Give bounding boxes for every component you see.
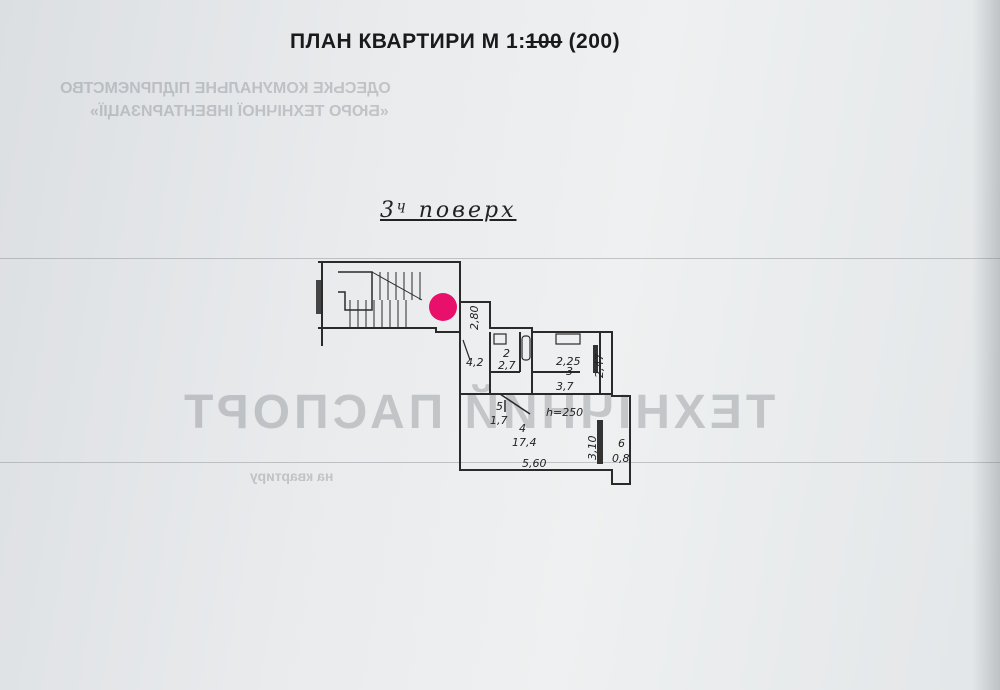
room-3-area: 3,7: [556, 380, 574, 393]
dim-corridor-height: 2,80: [468, 306, 481, 331]
dim-right-wall: 2,47: [593, 354, 606, 379]
room-2-number: 2: [503, 347, 510, 360]
dim-balcony: 3,10: [586, 436, 599, 461]
room-3-number: 3: [566, 365, 573, 378]
title-suffix: (200): [562, 30, 621, 53]
room-5-area: 1,7: [490, 414, 508, 427]
dim-bottom-wall: 5,60: [522, 457, 547, 470]
room-4-area: 17,4: [512, 436, 537, 449]
room-1-area: 4,2: [466, 356, 484, 369]
title-prefix: ПЛАН КВАРТИРИ М 1:: [290, 30, 526, 53]
paper-edge-shadow: [972, 0, 1000, 690]
document-title: ПЛАН КВАРТИРИ М 1:100 (200): [290, 30, 620, 54]
room-3-width: 2,25: [556, 355, 581, 368]
floor-label: 3ᶣ поверх: [380, 198, 517, 223]
floor-plan-walls: [316, 261, 631, 485]
room-4-number: 4: [519, 422, 526, 435]
room-6-area: 0,8: [612, 452, 630, 465]
apartment-marker-dot: [429, 293, 457, 321]
room-2-area: 2,7: [498, 359, 516, 372]
room-6-number: 6: [618, 437, 625, 450]
fold-line: [0, 258, 1000, 259]
room-5-number: 5: [496, 400, 503, 413]
title-struck-scale: 100: [525, 30, 563, 53]
fold-line: [0, 462, 1000, 463]
ceiling-height: h=250: [546, 406, 583, 419]
floor-plan-labels: 2,80 4,2 2 2,7 2,25 3 3,7 2,47 5 1,7 h=2…: [466, 306, 630, 471]
